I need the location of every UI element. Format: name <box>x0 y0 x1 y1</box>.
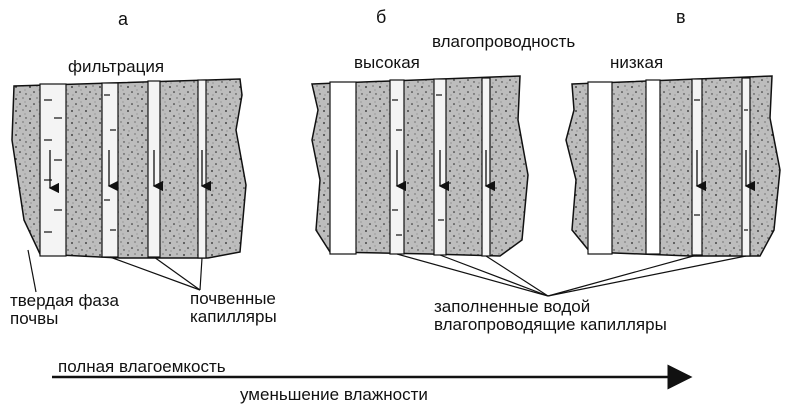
capillary-a1 <box>39 83 67 257</box>
label-full-capacity: полная влагоемкость <box>58 357 226 376</box>
capillary-c1 <box>587 81 613 255</box>
label-filled-capillaries: заполненные водой влагопроводящие капилл… <box>434 297 667 334</box>
header-moisture-conductivity: влагопроводность <box>432 32 576 51</box>
label-soil-capillaries: почвенные капилляры <box>190 289 277 326</box>
leader-lines-filled-capillaries <box>396 253 747 297</box>
capillary-c2 <box>645 79 661 255</box>
panel-letter-a: а <box>118 9 129 29</box>
panel-a-soil-column <box>11 78 247 259</box>
panel-c-soil-column <box>565 75 781 257</box>
panel-b-soil-column <box>311 75 529 257</box>
panel-letter-v: в <box>676 7 686 27</box>
label-filtration: фильтрация <box>68 57 165 76</box>
panel-letter-b: б <box>376 7 387 27</box>
label-high: высокая <box>354 53 420 72</box>
capillary-b1 <box>329 81 357 255</box>
label-low: низкая <box>610 53 664 72</box>
capillary-a2 <box>101 82 119 258</box>
label-moisture-decrease: уменьшение влажности <box>240 385 428 404</box>
leader-lines-soil-capillaries <box>109 256 203 291</box>
label-solid-phase: твердая фаза почвы <box>10 291 119 328</box>
leader-lines-solid-phase <box>27 249 37 293</box>
